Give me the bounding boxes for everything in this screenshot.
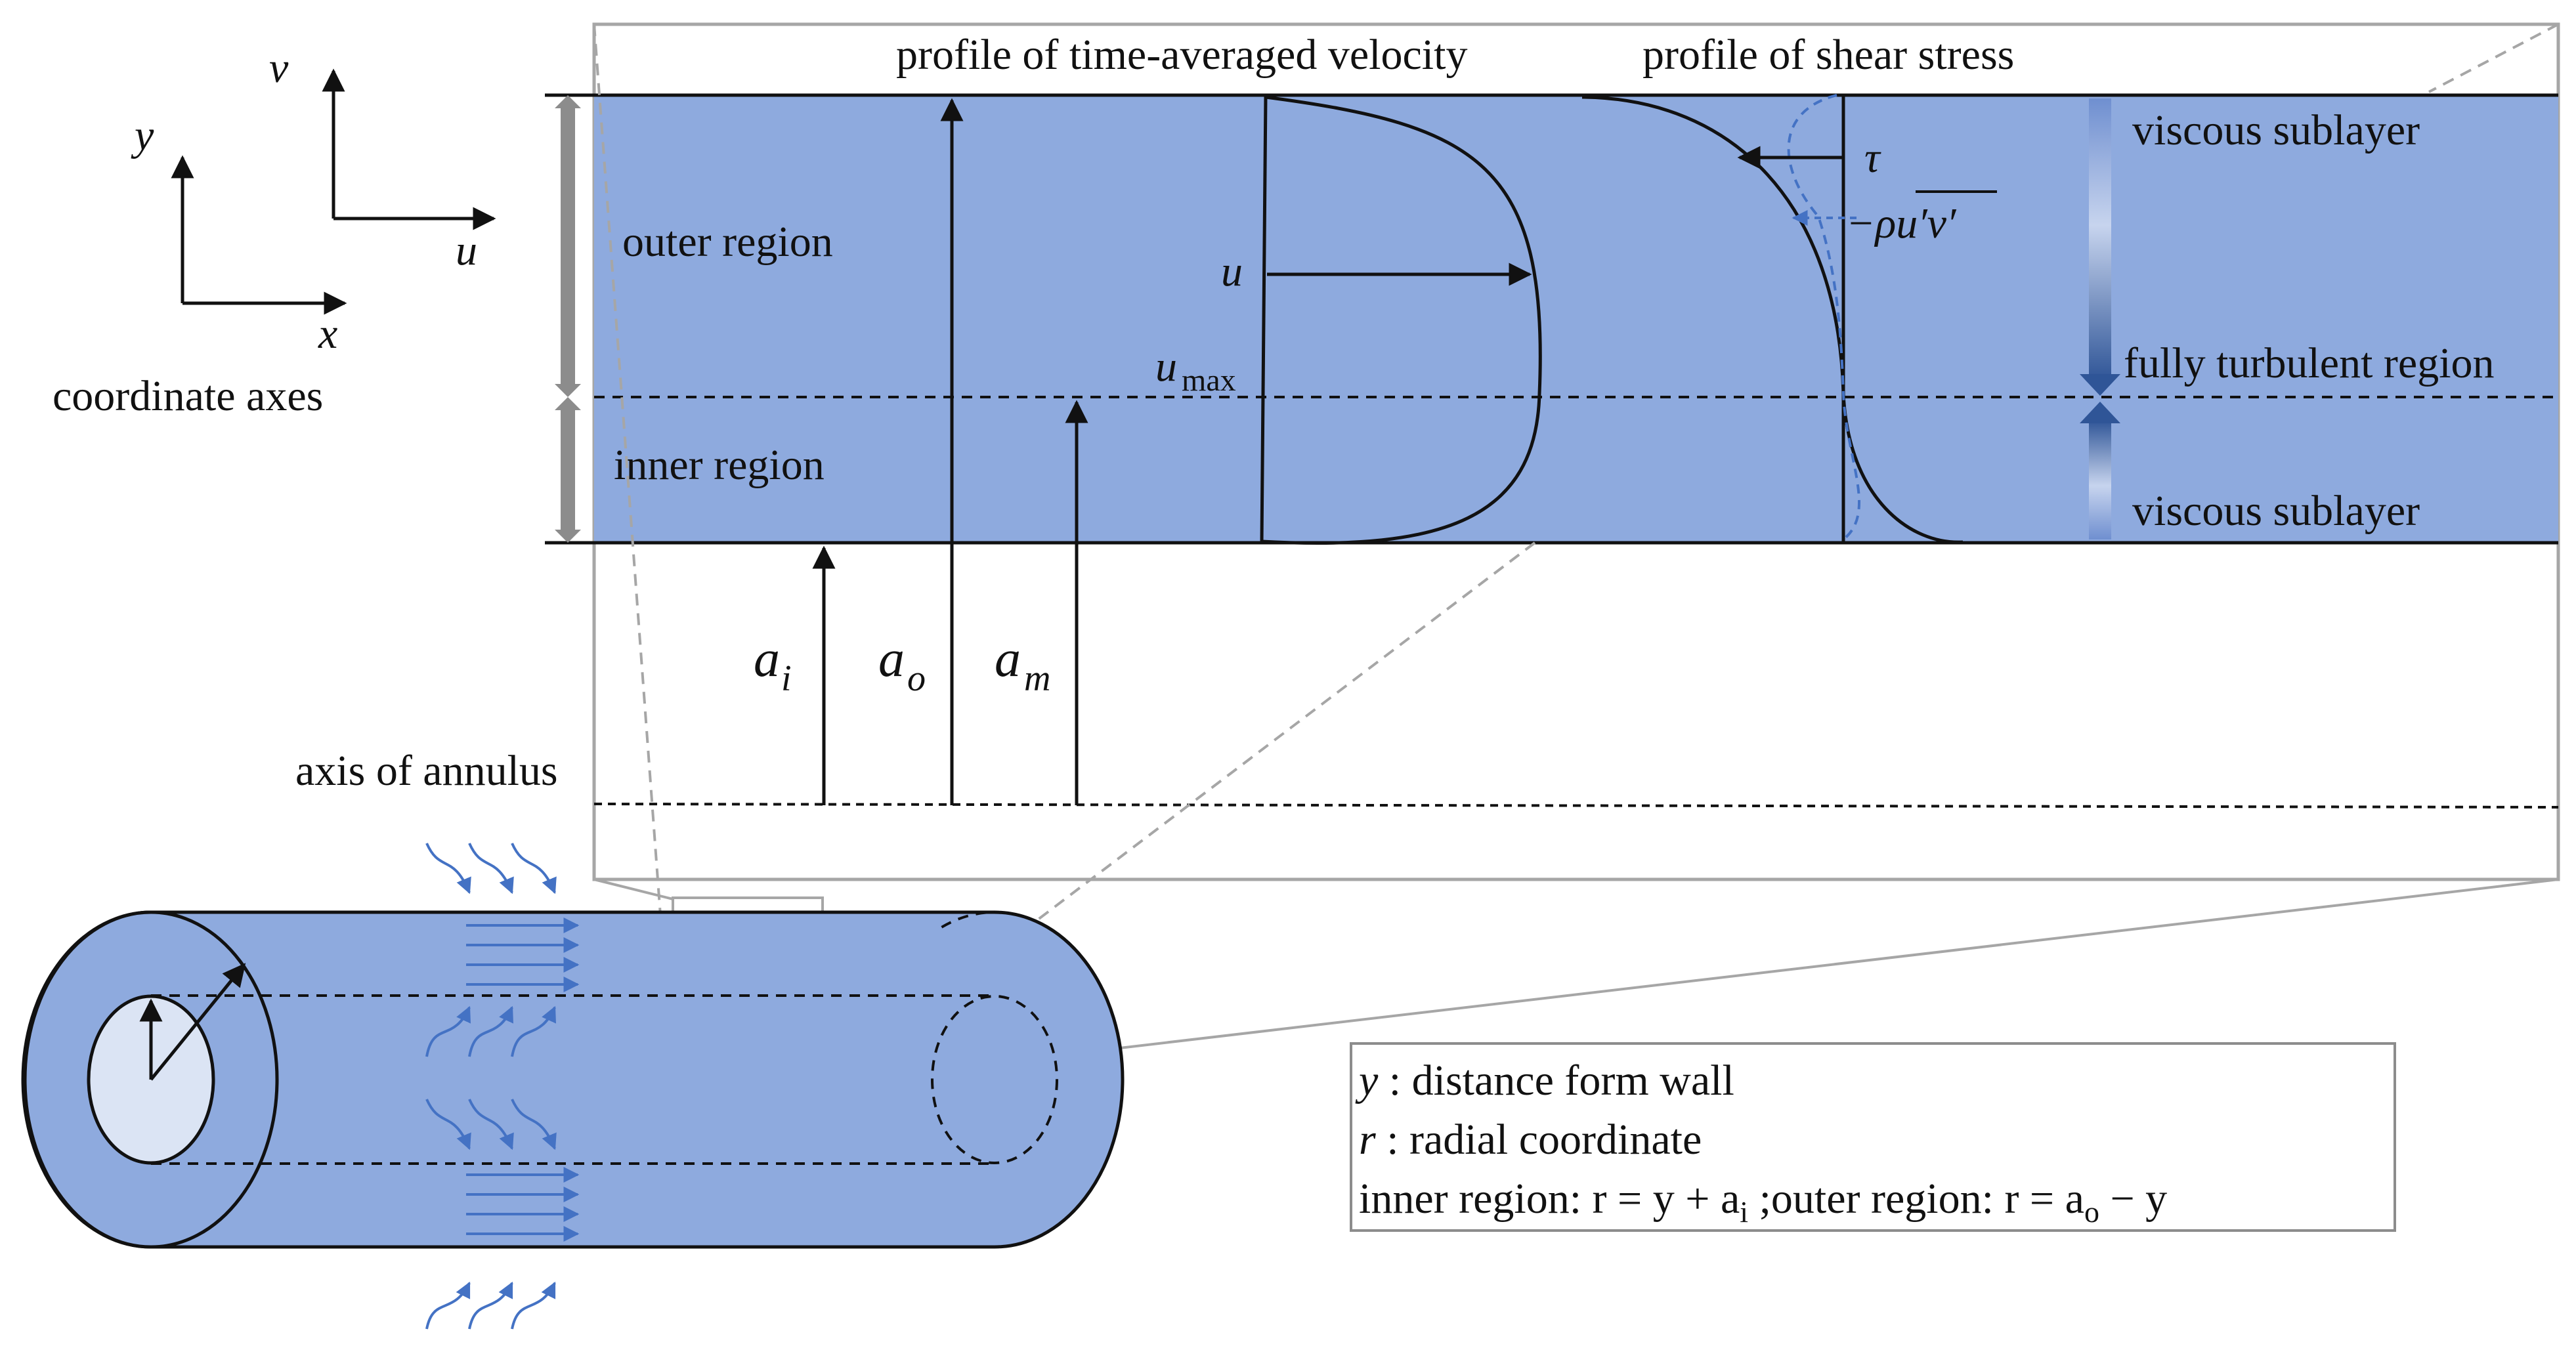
svg-text:a: a	[878, 630, 905, 688]
legend-line-regions: inner region: r = y + ai ;outer region: …	[1359, 1175, 2167, 1229]
y-axis-label: y	[131, 112, 154, 159]
turbulence-swirls	[425, 843, 557, 1330]
sublayer-indicator	[2080, 98, 2120, 539]
viscous-sublayer-top-label: viscous sublayer	[2132, 106, 2420, 154]
coordinate-axes-caption: coordinate axes	[53, 372, 323, 420]
am-label: a m	[995, 630, 1050, 699]
x-axis-label: x	[318, 310, 337, 358]
u-axis-label: u	[456, 226, 477, 274]
coordinate-axes: y x v u coordinate axes	[53, 44, 496, 420]
viscous-sublayer-bottom-label: viscous sublayer	[2132, 487, 2420, 535]
svg-text:o: o	[907, 658, 926, 699]
fluid-band	[594, 95, 2558, 543]
axis-of-annulus-label: axis of annulus	[295, 747, 558, 795]
fully-turbulent-label: fully turbulent region	[2124, 339, 2495, 387]
inner-region-label: inner region	[614, 441, 825, 489]
flow-arrows	[466, 917, 580, 1242]
outer-region-label: outer region	[622, 218, 833, 266]
tau-label: τ	[1864, 134, 1881, 182]
velocity-profile: u u max	[1155, 95, 1542, 545]
detail-panel: outer region inner region profile of tim…	[295, 22, 2560, 881]
svg-text:u: u	[1155, 343, 1177, 390]
ai-label: a i	[754, 630, 792, 699]
legend-line-r: r : radial coordinate	[1359, 1116, 1702, 1164]
svg-text:a: a	[754, 630, 780, 688]
annulus-pipe	[21, 910, 1125, 1249]
velocity-profile-title: profile of time-averaged velocity	[896, 31, 1467, 79]
u-label: u	[1221, 247, 1243, 295]
umax-label: u max	[1155, 343, 1236, 398]
svg-text:i: i	[781, 658, 792, 699]
region-extent-indicator	[555, 95, 581, 543]
outer-radius-arrow	[150, 963, 246, 1081]
ao-label: a o	[878, 630, 926, 699]
shear-stress-profile: τ −ρu′v′	[1581, 94, 1997, 544]
svg-text:a: a	[995, 630, 1021, 688]
total-shear-curve	[1581, 95, 1964, 544]
legend-box: y : distance form wall r : radial coordi…	[1350, 1042, 2396, 1232]
velocity-curve	[1261, 95, 1542, 545]
axis-of-annulus-line	[593, 803, 2559, 809]
svg-text:max: max	[1182, 363, 1236, 398]
shear-profile-title: profile of shear stress	[1642, 31, 2014, 79]
legend-line-y: y : distance form wall	[1355, 1057, 1734, 1105]
svg-text:m: m	[1024, 658, 1050, 699]
v-axis-label: v	[269, 44, 289, 92]
reynolds-stress-label: −ρu′v′	[1846, 200, 1957, 247]
